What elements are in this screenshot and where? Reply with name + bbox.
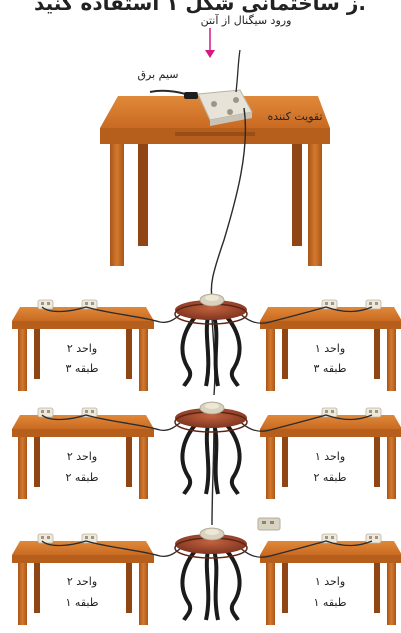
floor-label-right-floor1: طبقه ۱ bbox=[314, 596, 347, 609]
table-left-floor1-leg bbox=[139, 563, 148, 625]
table-right-floor2-leg bbox=[266, 437, 275, 499]
splitter-icon-highlight bbox=[205, 295, 219, 301]
table-left-floor3-leg bbox=[126, 329, 132, 379]
tv-outlet-icon-port bbox=[325, 302, 328, 305]
tv-outlet-icon-port bbox=[375, 536, 378, 539]
floor-label-left-floor2: طبقه ۲ bbox=[66, 471, 99, 484]
tv-outlet-icon-port bbox=[41, 536, 44, 539]
antenna-input-label: ورود سیگنال از آنتن bbox=[201, 13, 292, 27]
unit-label-right-floor3: واحد ۱ bbox=[315, 342, 345, 355]
tv-outlet-icon-port bbox=[375, 410, 378, 413]
amplifier-label: تقویت کننده bbox=[267, 110, 322, 123]
tv-outlet-icon-port bbox=[85, 536, 88, 539]
round-table-leg bbox=[182, 550, 196, 620]
floor-label-right-floor3: طبقه ۳ bbox=[314, 362, 347, 375]
floor-label-right-floor2: طبقه ۲ bbox=[314, 471, 347, 484]
tv-outlet-icon-port bbox=[85, 410, 88, 413]
tv-outlet-icon-port bbox=[91, 302, 94, 305]
table-right-floor1-leg bbox=[266, 563, 275, 625]
table-right-floor2-leg bbox=[374, 437, 380, 487]
table-right-floor3-leg bbox=[387, 329, 396, 391]
tv-outlet-icon-port bbox=[47, 410, 50, 413]
unit-label-left-floor1: واحد ۲ bbox=[67, 575, 97, 588]
table-left-floor2-leg bbox=[18, 437, 27, 499]
table-left-floor1-leg bbox=[126, 563, 132, 613]
round-table-leg bbox=[206, 316, 208, 386]
splitter-icon-highlight bbox=[205, 403, 219, 409]
spare-splitter-icon bbox=[258, 518, 280, 530]
round-table-leg bbox=[226, 316, 240, 386]
antenna-signal-arrow bbox=[205, 28, 215, 58]
tv-outlet-icon-port bbox=[41, 410, 44, 413]
unit-label-left-floor2: واحد ۲ bbox=[67, 450, 97, 463]
tv-outlet-icon-port bbox=[91, 410, 94, 413]
table-left-floor3-apron bbox=[12, 321, 154, 329]
round-table-leg bbox=[206, 424, 208, 494]
tv-outlet-icon bbox=[366, 300, 381, 309]
round-table-leg bbox=[182, 424, 196, 494]
unit-label-right-floor1: واحد ۱ bbox=[315, 575, 345, 588]
tv-outlet-icon-port bbox=[325, 536, 328, 539]
tv-outlet-icon-port bbox=[85, 302, 88, 305]
table-right-floor2-leg bbox=[282, 437, 288, 487]
round-table-leg bbox=[214, 550, 218, 620]
table-left-floor2-apron bbox=[12, 429, 154, 437]
tv-outlet-icon bbox=[38, 534, 53, 543]
table-right-floor2-leg bbox=[387, 437, 396, 499]
tv-outlet-icon-port bbox=[331, 302, 334, 305]
table-left-floor3-leg bbox=[18, 329, 27, 391]
tv-outlet-icon-port bbox=[91, 536, 94, 539]
power-cable-label: سیم برق bbox=[137, 68, 178, 81]
tv-outlet-icon bbox=[38, 300, 53, 309]
tv-outlet-icon-port bbox=[331, 410, 334, 413]
tv-outlet-icon-port bbox=[41, 302, 44, 305]
round-table-leg bbox=[182, 316, 196, 386]
table-left-floor2-leg bbox=[126, 437, 132, 487]
unit-label-right-floor2: واحد ۱ bbox=[315, 450, 345, 463]
antenna-cable bbox=[236, 50, 240, 92]
table-left-floor2-leg bbox=[34, 437, 40, 487]
table-left-floor2-leg bbox=[139, 437, 148, 499]
table-left-floor3-leg bbox=[139, 329, 148, 391]
tv-outlet-icon-port bbox=[369, 536, 372, 539]
table-right-floor1-leg bbox=[282, 563, 288, 613]
table-right-floor3-leg bbox=[266, 329, 275, 391]
table-right-floor3-apron bbox=[260, 321, 401, 329]
tv-outlet-icon bbox=[366, 534, 381, 543]
tv-outlet-icon-port bbox=[325, 410, 328, 413]
round-table-leg bbox=[206, 550, 208, 620]
round-table-leg bbox=[214, 424, 218, 494]
tv-outlet-icon-port bbox=[369, 302, 372, 305]
table-left-floor1-apron bbox=[12, 555, 154, 563]
table-right-floor3-leg bbox=[374, 329, 380, 379]
table-right-floor2-apron bbox=[260, 429, 401, 437]
unit-label-left-floor3: واحد ۲ bbox=[67, 342, 97, 355]
table-right-floor1-apron bbox=[260, 555, 401, 563]
table-left-floor1-leg bbox=[18, 563, 27, 625]
round-table-leg bbox=[226, 550, 240, 620]
table-left-floor3-leg bbox=[34, 329, 40, 379]
tv-outlet-icon-port bbox=[375, 302, 378, 305]
table-left-floor1-leg bbox=[34, 563, 40, 613]
tv-outlet-icon-port bbox=[47, 536, 50, 539]
splitter-icon-highlight bbox=[205, 529, 219, 535]
tv-outlet-icon bbox=[38, 408, 53, 417]
tv-outlet-icon bbox=[366, 408, 381, 417]
page-title: ز ساختمانی شکل ۱ استفاده کنید. bbox=[34, 0, 366, 15]
floor-label-left-floor1: طبقه ۱ bbox=[66, 596, 99, 609]
table-right-floor1-leg bbox=[374, 563, 380, 613]
tv-outlet-icon-port bbox=[369, 410, 372, 413]
table-right-floor1-leg bbox=[387, 563, 396, 625]
floor-label-left-floor3: طبقه ۳ bbox=[66, 362, 99, 375]
round-table-leg bbox=[214, 316, 218, 386]
tv-outlet-icon-port bbox=[47, 302, 50, 305]
tv-outlet-icon-port bbox=[331, 536, 334, 539]
round-table-leg bbox=[226, 424, 240, 494]
table-right-floor3-leg bbox=[282, 329, 288, 379]
power-plug-icon bbox=[184, 92, 198, 99]
